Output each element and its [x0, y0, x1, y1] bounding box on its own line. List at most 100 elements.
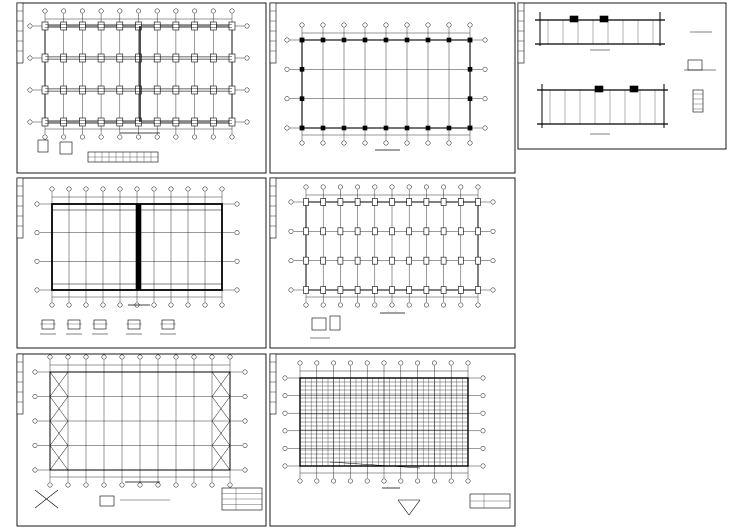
- grid-axis-bubble: [448, 360, 454, 366]
- grid-axis-bubble: [61, 134, 67, 140]
- grid-axis-bubble: [173, 482, 179, 488]
- grid-axis-bubble: [137, 482, 143, 488]
- column-pedestal: [475, 227, 481, 236]
- grid-axis-bubble: [34, 201, 40, 207]
- grid-axis-bubble: [34, 230, 40, 236]
- grid-axis-bubble: [101, 354, 107, 360]
- bracing-x: [211, 420, 231, 446]
- grid-axis-bubble: [415, 360, 421, 366]
- grid-axis-bubble: [185, 302, 191, 308]
- grid-axis-bubble: [490, 258, 496, 264]
- grid-axis-bubble: [210, 8, 216, 14]
- footing: [79, 21, 86, 31]
- grid-axis-bubble: [381, 360, 387, 366]
- grid-axis-bubble: [27, 119, 33, 125]
- grid-axis-bubble: [227, 354, 233, 360]
- drawing-sheet-s6: [16, 353, 267, 527]
- grid-axis-bubble: [202, 186, 208, 192]
- column: [446, 37, 452, 43]
- grid-axis-bubble: [299, 140, 305, 146]
- column: [299, 96, 305, 101]
- plan-grid: [32, 354, 263, 511]
- column-pedestal: [457, 286, 464, 294]
- grid-axis-bubble: [480, 463, 486, 469]
- column-pedestal: [423, 256, 430, 265]
- grid-axis-bubble: [320, 22, 326, 28]
- grid-axis-bubble: [34, 258, 40, 264]
- grid-axis-bubble: [192, 134, 198, 140]
- grid-axis-bubble: [458, 302, 464, 308]
- beam-section-detail: [161, 319, 175, 330]
- footing: [60, 53, 68, 63]
- footing: [97, 117, 105, 127]
- grid-axis-bubble: [482, 96, 488, 102]
- grid-axis-bubble: [288, 287, 294, 293]
- grid-axis-bubble: [136, 8, 141, 14]
- grid-axis-bubble: [288, 228, 294, 234]
- column-pedestal: [406, 227, 413, 236]
- grid-axis-bubble: [303, 184, 309, 190]
- grid-axis-bubble: [347, 360, 353, 366]
- grid-axis-bubble: [355, 184, 361, 190]
- grid-axis-bubble: [282, 428, 288, 434]
- grid-axis-bubble: [297, 360, 303, 366]
- column-pedestal: [440, 256, 447, 265]
- grid-axis-bubble: [480, 410, 486, 416]
- grid-axis-bubble: [372, 184, 378, 190]
- grid-axis-bubble: [98, 8, 104, 14]
- grid-axis-bubble: [151, 302, 157, 308]
- grid-axis-bubble: [136, 134, 141, 140]
- column: [425, 37, 431, 43]
- footing: [135, 117, 142, 127]
- grid-axis-bubble: [284, 96, 290, 102]
- column: [425, 125, 431, 131]
- grid-axis-bubble: [100, 302, 106, 308]
- sheet-title-strip: [16, 353, 24, 415]
- beam-section-detail: [127, 319, 141, 330]
- grid-axis-bubble: [282, 375, 288, 381]
- grid-axis-bubble: [32, 394, 38, 399]
- grid-axis-bubble: [117, 302, 123, 308]
- grid-axis-bubble: [480, 375, 486, 381]
- footing: [228, 85, 236, 95]
- bracing-x: [49, 396, 69, 422]
- bracing-x: [49, 420, 69, 446]
- column-pedestal: [354, 227, 361, 236]
- grid-axis-bubble: [475, 184, 481, 190]
- column: [341, 37, 347, 43]
- footing: [172, 53, 180, 63]
- footing: [153, 53, 161, 63]
- footing: [60, 85, 68, 95]
- grid-axis-bubble: [229, 8, 235, 14]
- beam-section: [599, 15, 609, 23]
- column: [467, 96, 473, 101]
- grid-axis-bubble: [288, 258, 294, 264]
- grid-axis-bubble: [42, 134, 48, 140]
- column-pedestal: [440, 286, 447, 294]
- column-pedestal: [371, 227, 378, 236]
- grid-axis-bubble: [480, 393, 486, 399]
- grid-axis-bubble: [331, 478, 337, 484]
- grid-axis-bubble: [32, 467, 38, 473]
- grid-axis-bubble: [423, 184, 429, 190]
- column-pedestal: [406, 198, 413, 206]
- drawing-sheet-s1: [16, 2, 267, 174]
- column-pedestal: [354, 286, 361, 294]
- footing: [116, 117, 124, 127]
- footing: [172, 117, 180, 127]
- column-pedestal: [337, 286, 344, 294]
- grid-axis-bubble: [431, 360, 437, 366]
- bracing-x: [49, 371, 69, 397]
- column: [404, 37, 410, 43]
- sheet-title-strip: [269, 177, 277, 239]
- grid-axis-bubble: [364, 360, 370, 366]
- footing: [97, 85, 105, 95]
- column: [341, 125, 347, 131]
- grid-axis-bubble: [303, 302, 309, 308]
- grid-axis-bubble: [441, 184, 447, 190]
- grid-axis-bubble: [227, 482, 233, 488]
- footing: [60, 117, 68, 127]
- grid-axis-bubble: [406, 302, 412, 308]
- bracing-x: [211, 445, 231, 471]
